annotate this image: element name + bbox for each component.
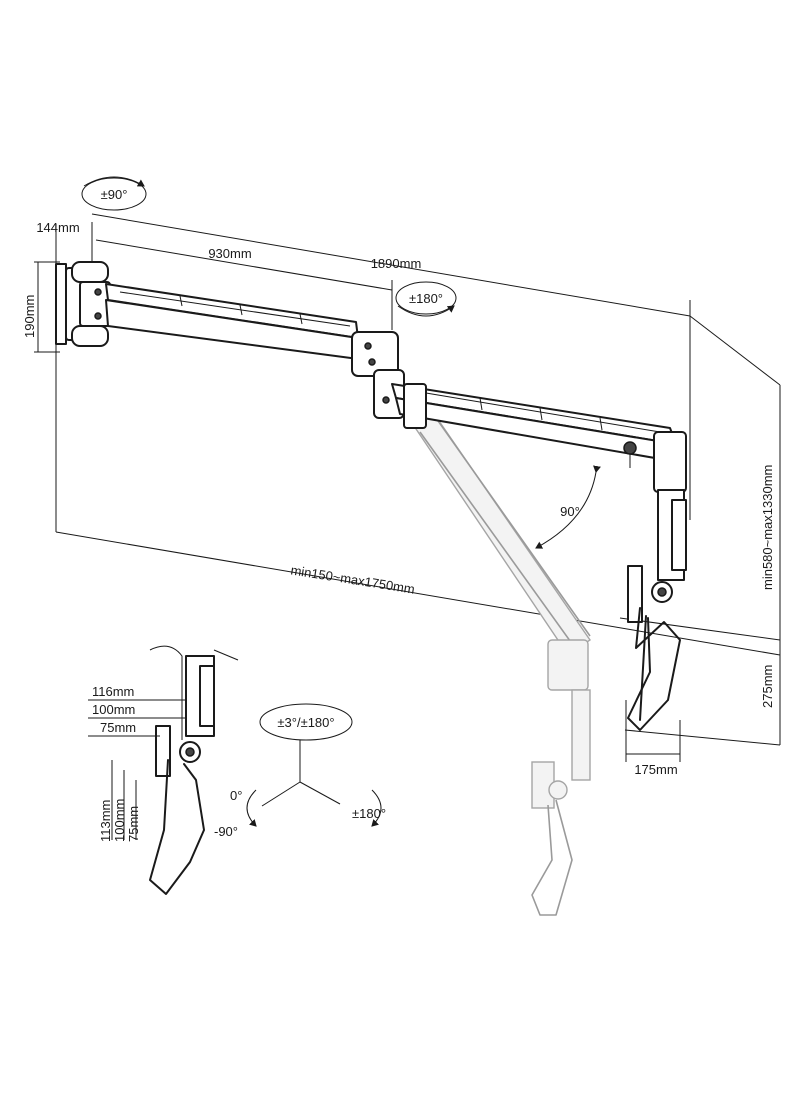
tilt-rotate-label: ±3°/±180° xyxy=(277,715,334,730)
second-arm xyxy=(391,383,679,468)
detail-116-label: 116mm xyxy=(92,684,134,699)
elbow-swivel-badge xyxy=(395,281,457,317)
detail-113-vertical-label: 113mm xyxy=(98,800,113,842)
rotate-label: ±180° xyxy=(352,806,386,821)
dimension-lines xyxy=(34,213,781,762)
tilt-rotate-badge xyxy=(259,703,353,741)
axis-indicator xyxy=(246,740,382,827)
wall-swivel-label: ±90° xyxy=(101,187,128,202)
wall-swivel-badge xyxy=(81,176,147,211)
minus-ninety-label: -90° xyxy=(214,824,238,839)
first-arm xyxy=(105,283,367,361)
mount-depth-label: 144mm xyxy=(36,220,79,235)
bracket-height-label: 275mm xyxy=(760,665,775,708)
elbow-joint xyxy=(351,331,405,419)
ghost-arm-position xyxy=(409,407,591,916)
tilt-arc-arrow xyxy=(535,465,601,549)
elbow-swivel-label: ±180° xyxy=(409,291,443,306)
bracket-width-label: 175mm xyxy=(634,762,677,777)
extension-range-label: min150~max1750mm xyxy=(290,562,416,596)
total-arm-length-label: 1890mm xyxy=(371,256,422,271)
detail-view xyxy=(88,645,239,895)
wall-mount xyxy=(55,261,111,347)
monitor-bracket xyxy=(627,431,687,731)
first-arm-length-label: 930mm xyxy=(208,246,251,261)
zero-degree-label: 0° xyxy=(230,788,242,803)
detail-100-label: 100mm xyxy=(92,702,135,717)
detail-75-vertical-label: 75mm xyxy=(126,806,141,842)
detail-75-label: 75mm xyxy=(100,720,136,735)
detail-100-vertical-label: 100mm xyxy=(112,799,127,842)
height-range-label: min580~max1330mm xyxy=(760,465,775,590)
arm-tilt-label: 90° xyxy=(560,504,580,519)
mount-height-label: 190mm xyxy=(22,295,37,338)
